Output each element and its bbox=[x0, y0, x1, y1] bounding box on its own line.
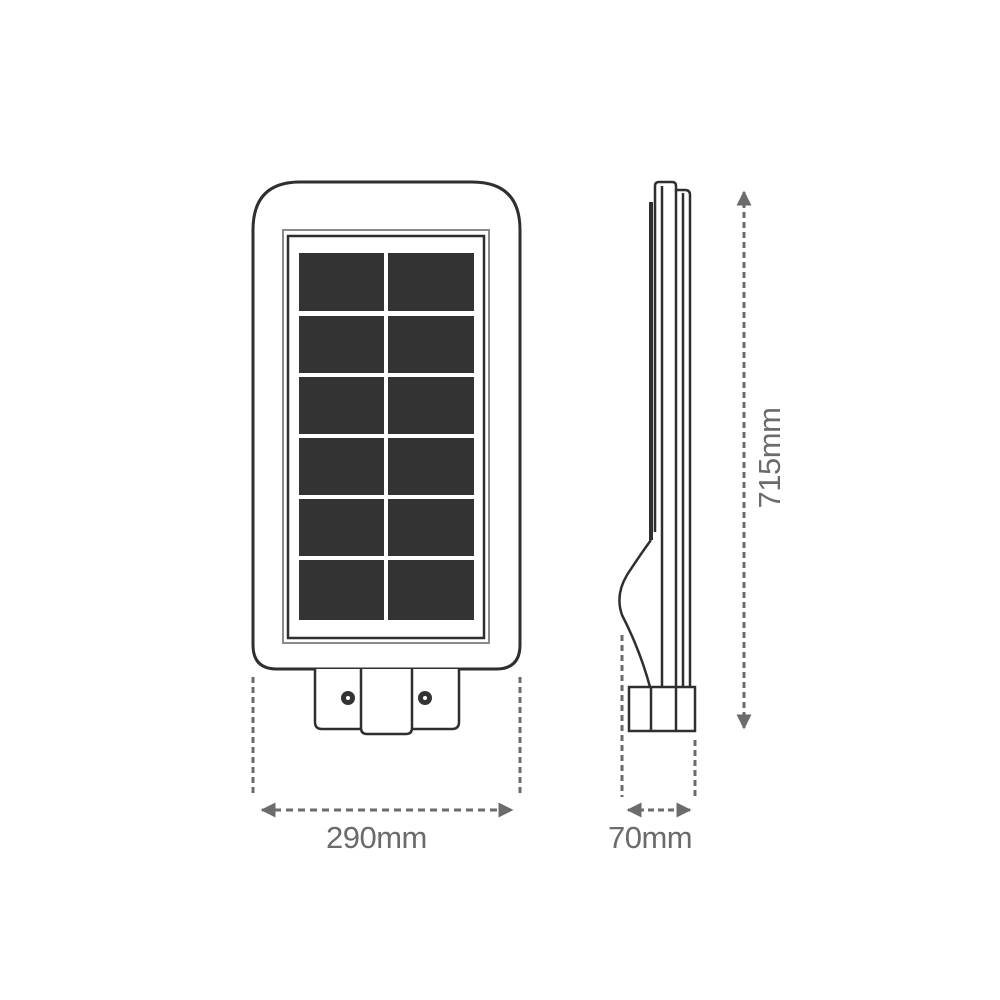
depth-label: 70mm bbox=[608, 820, 693, 855]
side-view bbox=[618, 180, 697, 733]
solar-cells bbox=[299, 253, 474, 620]
depth-dimension bbox=[620, 635, 697, 818]
height-label: 715mm bbox=[752, 407, 787, 509]
width-label: 290mm bbox=[326, 820, 427, 855]
front-view bbox=[251, 180, 522, 736]
bracket-screw-right-icon bbox=[418, 691, 432, 705]
width-dimension bbox=[251, 677, 522, 818]
bracket-screw-left-icon bbox=[341, 691, 355, 705]
mounting-bracket bbox=[313, 669, 461, 736]
